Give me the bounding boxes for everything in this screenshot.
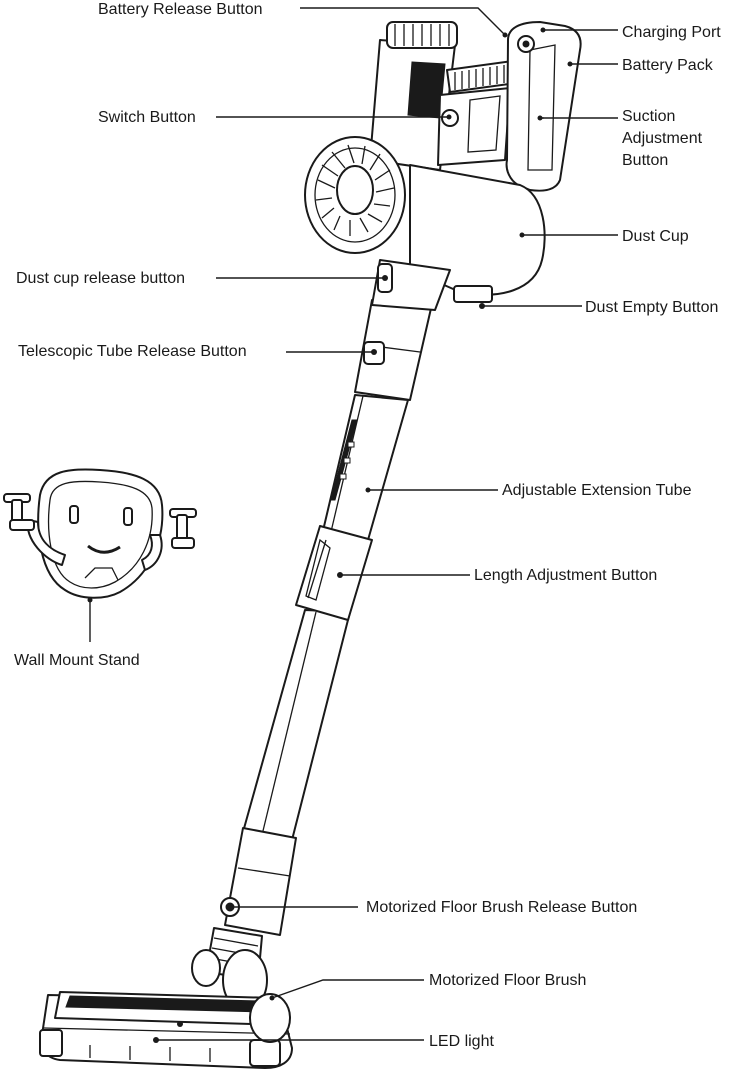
extension-tube-illustration [321,394,409,541]
battery-pack-label: Battery Pack [622,57,713,74]
battery-release-button-label: Battery Release Button [98,1,263,18]
dust-empty-button-label: Dust Empty Button [585,299,719,316]
telescopic-tube-release-button-label: Telescopic Tube Release Button [18,343,247,360]
charging-port-label: Charging Port [622,24,721,41]
lower-neck-illustration [191,827,297,1011]
dust-cup-release-button-label: Dust cup release button [16,270,185,287]
motorized-floor-brush-release-button-label: Motorized Floor Brush Release Button [366,899,638,916]
cyclone-dust-cup-illustration [304,136,546,311]
led-light-label: LED light [429,1033,494,1050]
suction-adjustment-label-line3: Button [622,152,669,169]
main-tube-illustration [242,609,351,841]
suction-adjustment-label-line1: Suction [622,108,676,125]
wall-mount-stand-illustration [3,468,197,599]
handle-body-illustration [369,21,582,192]
motorized-floor-brush-label: Motorized Floor Brush [429,972,587,989]
dust-cup-label: Dust Cup [622,228,689,245]
length-adjustment-collar-illustration [295,525,373,621]
wall-mount-stand-label: Wall Mount Stand [14,652,140,669]
suction-adjustment-label-line2: Adjustment [622,130,703,147]
switch-button-label: Switch Button [98,109,196,126]
adjustable-extension-tube-label: Adjustable Extension Tube [502,482,692,499]
leader-lines [87,7,618,1041]
floor-brush-illustration [39,991,293,1069]
telescopic-collar-illustration [354,299,433,401]
length-adjustment-button-label: Length Adjustment Button [474,567,658,584]
